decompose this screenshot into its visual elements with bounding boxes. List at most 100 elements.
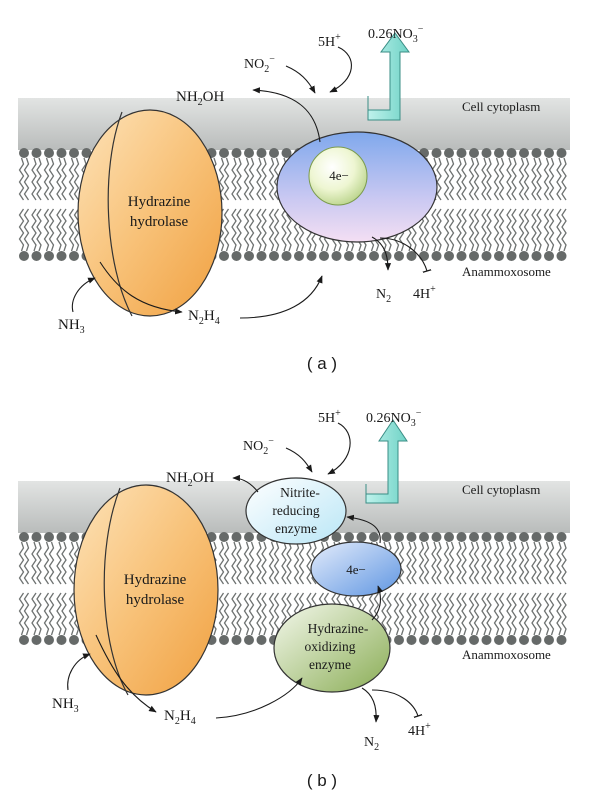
lipid-tail	[431, 208, 437, 252]
hydrazine-oxidizing-enzyme	[273, 603, 391, 693]
lipid-tail	[286, 208, 292, 252]
lipid-tail	[386, 592, 392, 636]
lipid-tail	[423, 541, 430, 585]
lipid-tail	[436, 541, 442, 585]
lipid-head	[269, 148, 279, 158]
oxidizing-label-3: enzyme	[309, 657, 351, 672]
lipid-head	[44, 148, 54, 158]
lipid-tail	[506, 592, 512, 636]
lipid-tail	[461, 157, 467, 201]
lipid-head	[31, 148, 42, 158]
lipid-head	[494, 148, 504, 158]
electron-label: 4e−	[329, 168, 349, 183]
lipid-tail	[418, 541, 425, 585]
lipid-tail	[31, 208, 37, 252]
lipid-tail	[36, 208, 42, 252]
lipid-tail	[261, 592, 267, 636]
lipid-head	[531, 532, 542, 542]
lipid-tail	[493, 208, 500, 252]
lipid-head	[469, 635, 479, 645]
lipid-tail	[511, 157, 517, 201]
lipid-tail	[273, 541, 280, 585]
lipid-tail	[536, 208, 542, 252]
lipid-head	[556, 532, 567, 542]
lipid-head	[519, 251, 529, 261]
lipid-tail	[473, 541, 480, 585]
lipid-tail	[486, 592, 492, 636]
lipid-tail	[543, 592, 550, 636]
lipid-tail	[243, 208, 250, 252]
hydrolase-label-2: hydrolase	[126, 592, 185, 608]
lipid-tail	[443, 157, 450, 201]
lipid-tail	[48, 592, 55, 636]
lipid-tail	[473, 157, 480, 201]
lipid-tail	[498, 592, 505, 636]
lipid-tail	[231, 157, 237, 201]
lipid-tail	[61, 208, 67, 252]
lipid-tail	[448, 541, 455, 585]
lipid-head	[306, 251, 317, 261]
lipid-tail	[273, 157, 280, 201]
lipid-tail	[406, 541, 412, 585]
lipid-tail	[556, 541, 562, 585]
lipid-tail	[468, 208, 475, 252]
lipid-tail	[531, 208, 537, 252]
lipid-tail	[461, 208, 467, 252]
lipid-tail	[523, 541, 530, 585]
lipid-head	[469, 148, 479, 158]
lipid-tail	[481, 541, 487, 585]
lipid-tail	[231, 592, 237, 636]
lipid-tail	[256, 208, 262, 252]
lipid-head	[19, 251, 29, 261]
hydrolase-label-1: Hydrazine	[128, 194, 191, 210]
lipid-head	[44, 251, 54, 261]
lipid-head	[381, 532, 392, 542]
lipid-tail	[411, 592, 417, 636]
lipid-tail	[36, 157, 42, 201]
lipid-tail	[518, 541, 525, 585]
lipid-tail	[548, 592, 555, 636]
anammoxosome-label: Anammoxosome	[462, 647, 551, 662]
lipid-head	[244, 532, 254, 542]
lipid-head	[231, 635, 242, 645]
lipid-head	[219, 635, 229, 645]
lipid-head	[431, 635, 442, 645]
oxidizing-label-2: oxidizing	[305, 639, 356, 654]
no3-label: 0.26NO3−	[366, 408, 422, 429]
lipid-head	[44, 532, 54, 542]
lipid-tail	[36, 592, 42, 636]
lipid-head	[531, 635, 542, 645]
lipid-tail	[423, 592, 430, 636]
lipid-tail	[223, 592, 230, 636]
lipid-tail	[31, 157, 37, 201]
panel-b: Hydrazine hydrolase Nitrite- reducing en…	[18, 408, 570, 790]
lipid-head	[244, 251, 254, 261]
no3-label: 0.26NO3−	[368, 24, 424, 45]
lipid-tail	[23, 208, 30, 252]
lipid-tail	[556, 592, 562, 636]
lipid-tail	[73, 157, 80, 201]
caption-a: ( a )	[307, 354, 337, 373]
lipid-head	[519, 532, 529, 542]
lipid-head	[219, 251, 229, 261]
lipid-head	[281, 251, 292, 261]
electron-sphere	[308, 146, 368, 206]
anammoxosome-label: Anammoxosome	[462, 264, 551, 279]
lipid-head	[69, 532, 79, 542]
lipid-tail	[518, 157, 525, 201]
lipid-head	[219, 148, 229, 158]
lipid-tail	[481, 157, 487, 201]
lipid-head	[331, 532, 342, 542]
lipid-head	[469, 532, 479, 542]
lipid-tail	[561, 592, 567, 636]
lipid-head	[394, 251, 404, 261]
lipid-tail	[218, 592, 225, 636]
lipid-head	[69, 635, 79, 645]
lipid-tail	[243, 592, 250, 636]
lipid-head	[481, 635, 492, 645]
lipid-head	[506, 251, 517, 261]
lipid-tail	[268, 208, 275, 252]
lipid-tail	[31, 592, 37, 636]
lipid-tail	[393, 592, 400, 636]
n2h4-label: N2H4	[164, 708, 196, 727]
